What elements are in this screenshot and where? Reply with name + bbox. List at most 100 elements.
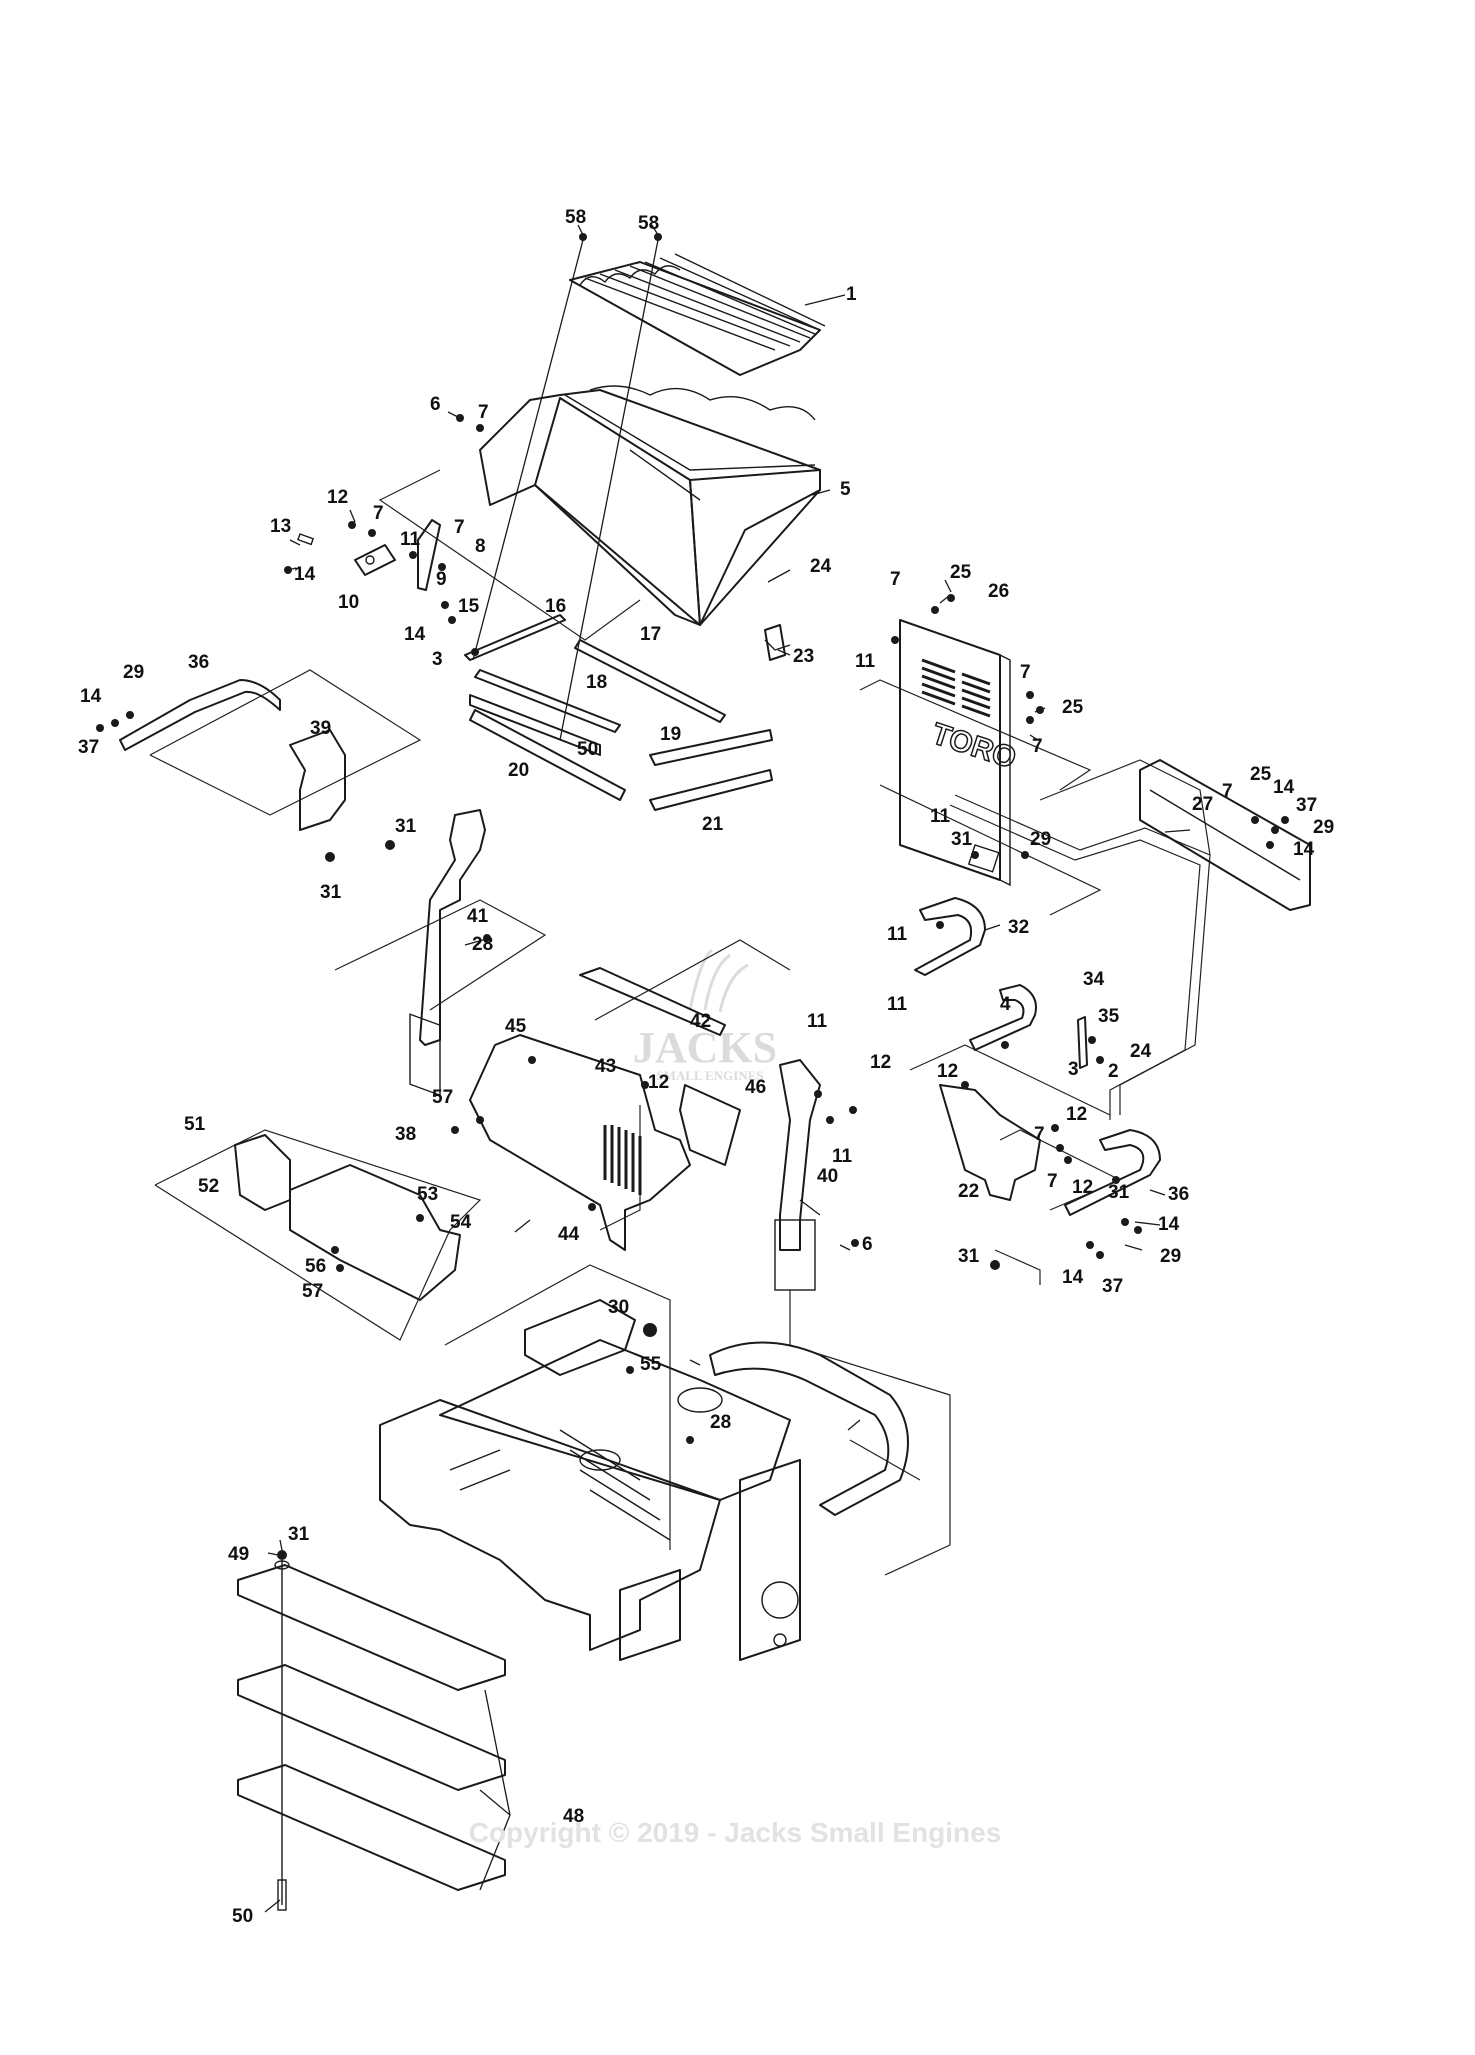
callout-label: 7 <box>1032 736 1043 757</box>
callout-label: 58 <box>638 213 659 234</box>
callout-label: 29 <box>1160 1246 1181 1267</box>
callout-label: 4 <box>1000 994 1011 1015</box>
part-main-frame <box>379 1299 909 1661</box>
callout-label: 30 <box>608 1297 629 1318</box>
callout-label: 42 <box>690 1011 711 1032</box>
callout-label: 41 <box>467 906 489 927</box>
callout-label: 14 <box>1158 1214 1180 1235</box>
callout-label: 18 <box>586 672 607 693</box>
part-upright-40 <box>774 1059 821 1291</box>
part-latch-plate <box>297 519 441 591</box>
callout-label: 32 <box>1008 917 1029 938</box>
callout-label: 12 <box>870 1052 891 1073</box>
callout-label: 7 <box>1222 781 1233 802</box>
callout-label: 14 <box>294 564 316 585</box>
callout-label: 12 <box>1072 1177 1093 1198</box>
callout-label: 7 <box>1020 662 1031 683</box>
callout-label: 29 <box>1030 829 1051 850</box>
part-upright-41 <box>409 809 486 1097</box>
part-bracket-4 <box>969 984 1037 1051</box>
callout-label: 56 <box>305 1256 326 1277</box>
callout-label: 14 <box>80 686 102 707</box>
callout-label: 7 <box>1034 1124 1045 1145</box>
callout-label: 37 <box>1296 795 1317 816</box>
part-side-rail-27 <box>1139 759 1311 911</box>
callout-label: 26 <box>988 581 1009 602</box>
callout-label: 34 <box>1083 969 1105 990</box>
part-floor-plate <box>234 1134 461 1301</box>
callout-label: 49 <box>228 1544 249 1565</box>
callout-label: 37 <box>78 737 99 758</box>
callout-label: 7 <box>454 517 465 538</box>
part-weight-plates <box>237 1560 506 1911</box>
callout-label: 36 <box>1168 1184 1189 1205</box>
callout-label: 38 <box>395 1124 416 1145</box>
callout-label: 58 <box>565 207 586 228</box>
callout-label: 37 <box>1102 1276 1123 1297</box>
callout-label: 44 <box>558 1224 580 1245</box>
callout-label: 12 <box>327 487 348 508</box>
callout-label: 39 <box>310 718 331 739</box>
callout-label: 43 <box>595 1056 616 1077</box>
part-shield-46 <box>679 1084 741 1166</box>
callout-label: 31 <box>395 816 417 837</box>
callout-label: 14 <box>404 624 426 645</box>
callout-label: 45 <box>505 1016 527 1037</box>
callout-label: 15 <box>458 596 480 617</box>
callout-label: 21 <box>702 814 724 835</box>
callout-label: 13 <box>270 516 291 537</box>
part-strip-42 <box>579 967 726 1036</box>
callout-label: 7 <box>373 503 384 524</box>
callout-label: 24 <box>1130 1041 1152 1062</box>
callout-label: 50 <box>577 739 598 760</box>
callout-label: 36 <box>188 652 209 673</box>
callout-label: 51 <box>184 1114 206 1135</box>
callout-label: 31 <box>958 1246 980 1267</box>
logo-subtext: SMALL ENGINES <box>656 1068 763 1083</box>
callout-label: 55 <box>640 1354 662 1375</box>
callout-label: 25 <box>1250 764 1272 785</box>
callout-label: 50 <box>232 1906 253 1927</box>
callout-label: 54 <box>450 1212 472 1233</box>
callout-label: 23 <box>793 646 814 667</box>
leader-lines <box>264 224 1191 1913</box>
callout-label: 20 <box>508 760 529 781</box>
callout-label: 1 <box>846 284 857 305</box>
callout-label: 2 <box>1108 1061 1119 1082</box>
callout-label: 48 <box>563 1806 584 1827</box>
part-handle-36-left <box>119 679 346 831</box>
callout-label: 11 <box>887 994 908 1015</box>
callout-label: 25 <box>1062 697 1084 718</box>
callout-label: 16 <box>545 596 566 617</box>
callout-label: 3 <box>432 649 443 670</box>
callout-label: 46 <box>745 1077 766 1098</box>
callout-label: 57 <box>432 1087 453 1108</box>
logo-text: JACKS <box>633 1023 777 1072</box>
callout-label: 11 <box>887 924 908 945</box>
group-outlines <box>149 469 1211 1576</box>
part-hood-rails <box>464 614 773 811</box>
callout-label: 9 <box>436 569 447 590</box>
callout-label: 57 <box>302 1281 323 1302</box>
part-bracket-34 <box>1077 1016 1088 1069</box>
fastener-dots <box>96 233 1289 1560</box>
callout-label: 3 <box>1068 1059 1079 1080</box>
part-bracket-32 <box>914 897 986 976</box>
part-hood <box>479 385 821 626</box>
callout-label: 22 <box>958 1181 979 1202</box>
callout-label: 28 <box>472 934 493 955</box>
callout-label: 25 <box>950 562 972 583</box>
callout-label: 7 <box>1047 1171 1058 1192</box>
callout-label: 35 <box>1098 1006 1120 1027</box>
callout-label: 6 <box>430 394 441 415</box>
callout-label: 53 <box>417 1184 438 1205</box>
callout-label: 24 <box>810 556 832 577</box>
callout-label: 17 <box>640 624 661 645</box>
callout-label: 6 <box>862 1234 873 1255</box>
part-handle-36-right <box>1064 1129 1161 1216</box>
callout-label: 14 <box>1062 1267 1084 1288</box>
callout-label: 14 <box>1273 777 1295 798</box>
callout-label: 19 <box>660 724 681 745</box>
callout-label: 31 <box>1108 1182 1130 1203</box>
